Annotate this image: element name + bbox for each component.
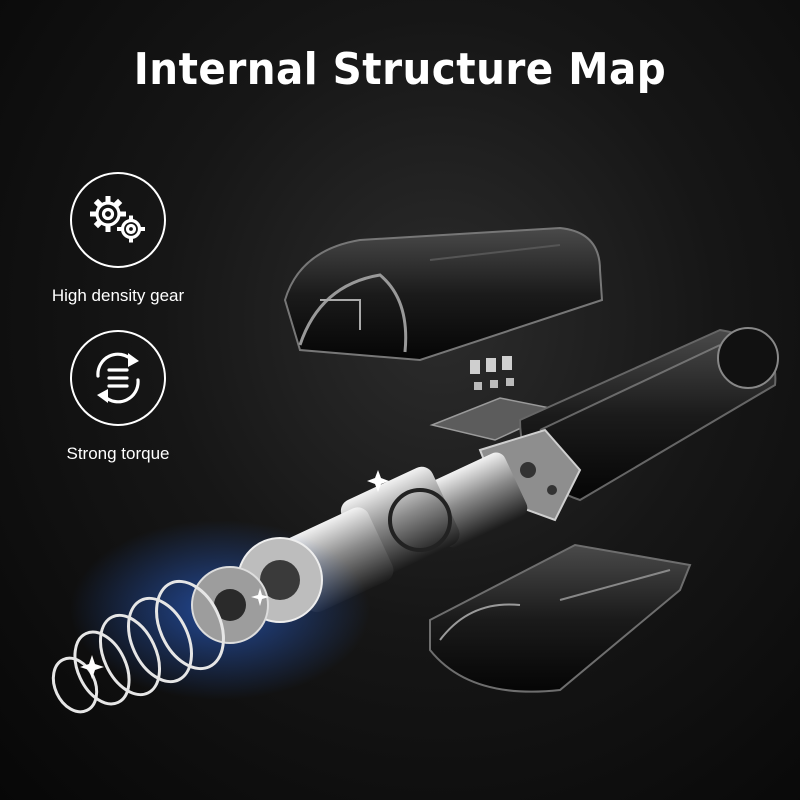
- feature-badge: [70, 330, 166, 426]
- feature-high-density-gear: High density gear: [38, 172, 198, 306]
- page-title: Internal Structure Map: [133, 44, 667, 95]
- screws: [470, 356, 514, 390]
- bottom-housing-shell: [429, 543, 692, 693]
- top-housing-shell: [283, 226, 604, 362]
- feature-strong-torque: Strong torque: [38, 330, 198, 464]
- rotation-torque-icon: [96, 352, 140, 404]
- sparkle-effects: [80, 470, 389, 679]
- gears-icon: [90, 196, 145, 243]
- feature-badge: [70, 172, 166, 268]
- feature-label: High density gear: [51, 286, 185, 305]
- feature-label: Strong torque: [66, 444, 170, 463]
- coil-springs: [51, 579, 225, 714]
